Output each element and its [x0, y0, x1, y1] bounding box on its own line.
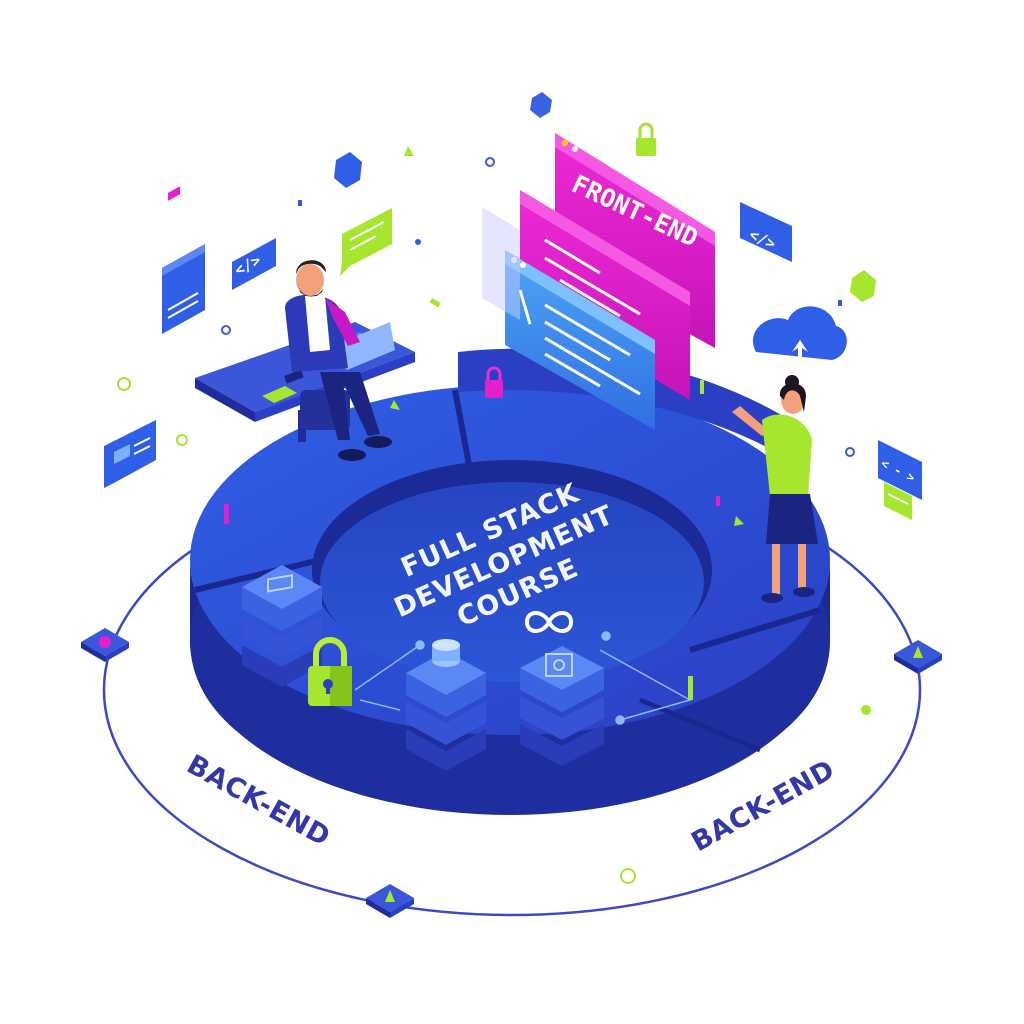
padlock-icon — [485, 366, 503, 398]
rocket-icon — [366, 884, 414, 918]
hexagon-icon — [334, 152, 362, 188]
padlock-icon — [308, 637, 352, 706]
document-card-icon — [104, 420, 156, 488]
rocket-icon — [894, 640, 942, 674]
server-stack-icon — [242, 565, 322, 687]
cloud-upload-icon — [752, 306, 847, 364]
hexagon-icon — [850, 270, 876, 302]
woman-figure — [732, 375, 818, 603]
padlock-icon — [636, 122, 656, 156]
chat-bubble-icon — [340, 208, 392, 276]
server-stack-icon — [406, 639, 486, 771]
sparkle-dots — [117, 146, 871, 884]
orbit-badge-magenta — [81, 628, 129, 662]
code-tag-bubble: </> — [231, 238, 276, 290]
code-arrows-card: < - > — [878, 440, 922, 520]
infinity-icon — [524, 611, 574, 633]
hexagon-icon — [530, 92, 552, 118]
browser-window-icon — [162, 186, 205, 334]
server-stack-icon — [520, 646, 604, 766]
developer-at-desk — [195, 260, 415, 461]
code-tag-bubble-right: </> — [740, 202, 792, 262]
